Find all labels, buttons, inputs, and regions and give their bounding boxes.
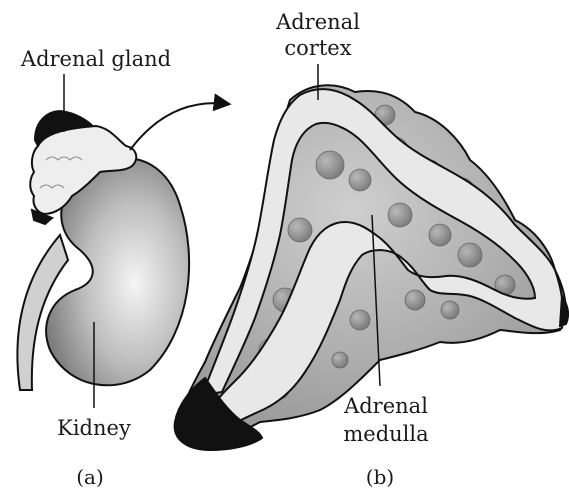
label-adrenal-medulla-line2: medulla (343, 422, 428, 446)
label-adrenal-gland: Adrenal gland (20, 47, 171, 71)
label-adrenal-cortex-line2: cortex (284, 36, 351, 60)
label-panel-a: (a) (76, 465, 104, 489)
label-panel-b: (b) (366, 465, 394, 489)
label-adrenal-medulla-line1: Adrenal (343, 394, 428, 418)
adrenal-section-dark-end-right (560, 296, 568, 326)
panel-a-illustration (17, 111, 189, 390)
label-kidney: Kidney (57, 416, 131, 440)
magnify-arrow (130, 103, 228, 150)
label-adrenal-cortex-line1: Adrenal (275, 10, 360, 34)
